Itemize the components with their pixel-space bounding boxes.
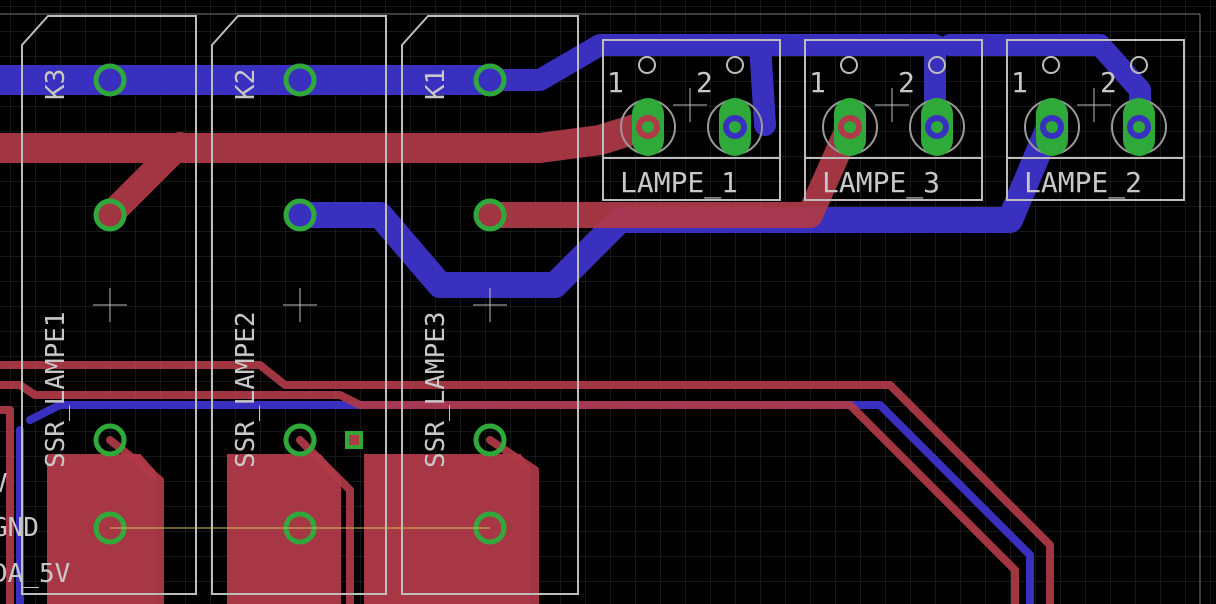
label-lampe2: LAMPE_2 bbox=[1024, 166, 1142, 200]
pad-lampe1-2[interactable] bbox=[719, 98, 751, 156]
label-k1: K1 bbox=[421, 69, 451, 100]
label-ssr2: SSR_LAMPE2 bbox=[231, 311, 261, 468]
net-label-da5v: DA_5V bbox=[0, 559, 70, 589]
pad-ssr2-b[interactable] bbox=[283, 423, 317, 457]
origin-cross-lampe3 bbox=[875, 88, 909, 122]
pad-lampe2-1[interactable] bbox=[1036, 98, 1068, 156]
bottom-copper-layer bbox=[0, 34, 1151, 604]
pad-ssr1-b[interactable] bbox=[93, 423, 127, 457]
pad-k2[interactable] bbox=[283, 63, 317, 97]
lampe2-outline[interactable] bbox=[1006, 39, 1185, 201]
net-label-gnd: GND bbox=[0, 513, 39, 543]
label-ssr1: SSR_LAMPE1 bbox=[41, 311, 71, 468]
lampe1-pin1: 1 bbox=[607, 66, 624, 99]
origin-cross-ssr1 bbox=[93, 288, 127, 322]
lampe1-pin2: 2 bbox=[696, 66, 713, 99]
lampe1-hole-2 bbox=[726, 56, 744, 74]
lampe1-outline[interactable] bbox=[602, 39, 781, 201]
drill-lampe1-2 bbox=[723, 115, 747, 139]
lampe1-hole-1 bbox=[638, 56, 656, 74]
lampe2-hole-1 bbox=[1042, 56, 1060, 74]
lampe3-hole-2 bbox=[928, 56, 946, 74]
trace-bus-top-3[interactable] bbox=[0, 406, 14, 604]
net-label-v: V bbox=[0, 469, 8, 499]
pad-lampe2-2[interactable] bbox=[1123, 98, 1155, 156]
label-k3: K3 bbox=[41, 69, 71, 100]
ssr2-outline[interactable] bbox=[211, 15, 387, 595]
ssr1-outline[interactable] bbox=[21, 15, 197, 595]
drill-lampe3-2 bbox=[925, 115, 949, 139]
label-lampe3: LAMPE_3 bbox=[822, 166, 940, 200]
silkscreen-labels: K3 K2 K1 SSR_LAMPE1 SSR_LAMPE2 SSR_LAMPE… bbox=[0, 66, 1142, 589]
pad-ssr3-a[interactable] bbox=[473, 198, 507, 232]
copper-pours bbox=[47, 454, 531, 604]
lampe3-pin2: 2 bbox=[898, 66, 915, 99]
drill-lampe3-1 bbox=[838, 115, 862, 139]
trace-ssr-link-3[interactable] bbox=[486, 436, 539, 604]
label-ssr3: SSR_LAMPE3 bbox=[421, 311, 451, 468]
pad-lampe3-1[interactable] bbox=[834, 98, 866, 156]
label-k2: K2 bbox=[231, 69, 261, 100]
trace-k1-to-lampe3-top[interactable] bbox=[477, 112, 863, 228]
pad-drills bbox=[636, 115, 1151, 139]
trace-ssr3-to-lampe2[interactable] bbox=[287, 112, 1063, 298]
lampe2-hole-2 bbox=[1130, 56, 1148, 74]
drill-lampe1-1 bbox=[636, 115, 660, 139]
via-square[interactable] bbox=[345, 431, 363, 449]
lampe2-pin2: 2 bbox=[1100, 66, 1117, 99]
pad-ssr2-a[interactable] bbox=[283, 198, 317, 232]
pour-ssr1[interactable] bbox=[47, 454, 156, 604]
trace-common-top[interactable] bbox=[0, 110, 663, 163]
trace-bus-top-1[interactable] bbox=[0, 361, 1054, 604]
pad-lampe1-1[interactable] bbox=[632, 98, 664, 156]
drill-lampe2-2 bbox=[1127, 115, 1151, 139]
ssr3-outline[interactable] bbox=[401, 15, 579, 595]
trace-ssr-link-2[interactable] bbox=[106, 436, 164, 604]
pads-layer bbox=[93, 63, 1155, 545]
drill-lampe2-1 bbox=[1040, 115, 1064, 139]
label-lampe1: LAMPE_1 bbox=[620, 166, 738, 200]
lampe3-hole-1 bbox=[840, 56, 858, 74]
pad-ssr3-b[interactable] bbox=[473, 423, 507, 457]
lampe3-outline[interactable] bbox=[804, 39, 983, 201]
pad-k1[interactable] bbox=[473, 63, 507, 97]
lampe2-pin1: 1 bbox=[1011, 66, 1028, 99]
origin-cross-lampe2 bbox=[1077, 88, 1111, 122]
trace-bottom-bus-1[interactable] bbox=[26, 401, 1034, 604]
trace-k1-to-lampe3[interactable] bbox=[479, 34, 776, 136]
pad-k3[interactable] bbox=[93, 63, 127, 97]
lampe3-pin1: 1 bbox=[809, 66, 826, 99]
origin-cross-ssr3 bbox=[473, 288, 507, 322]
pad-lampe3-2[interactable] bbox=[921, 98, 953, 156]
origin-cross-lampe1 bbox=[673, 88, 707, 122]
pad-ssr1-a[interactable] bbox=[93, 198, 127, 232]
origin-cross-ssr2 bbox=[283, 288, 317, 322]
